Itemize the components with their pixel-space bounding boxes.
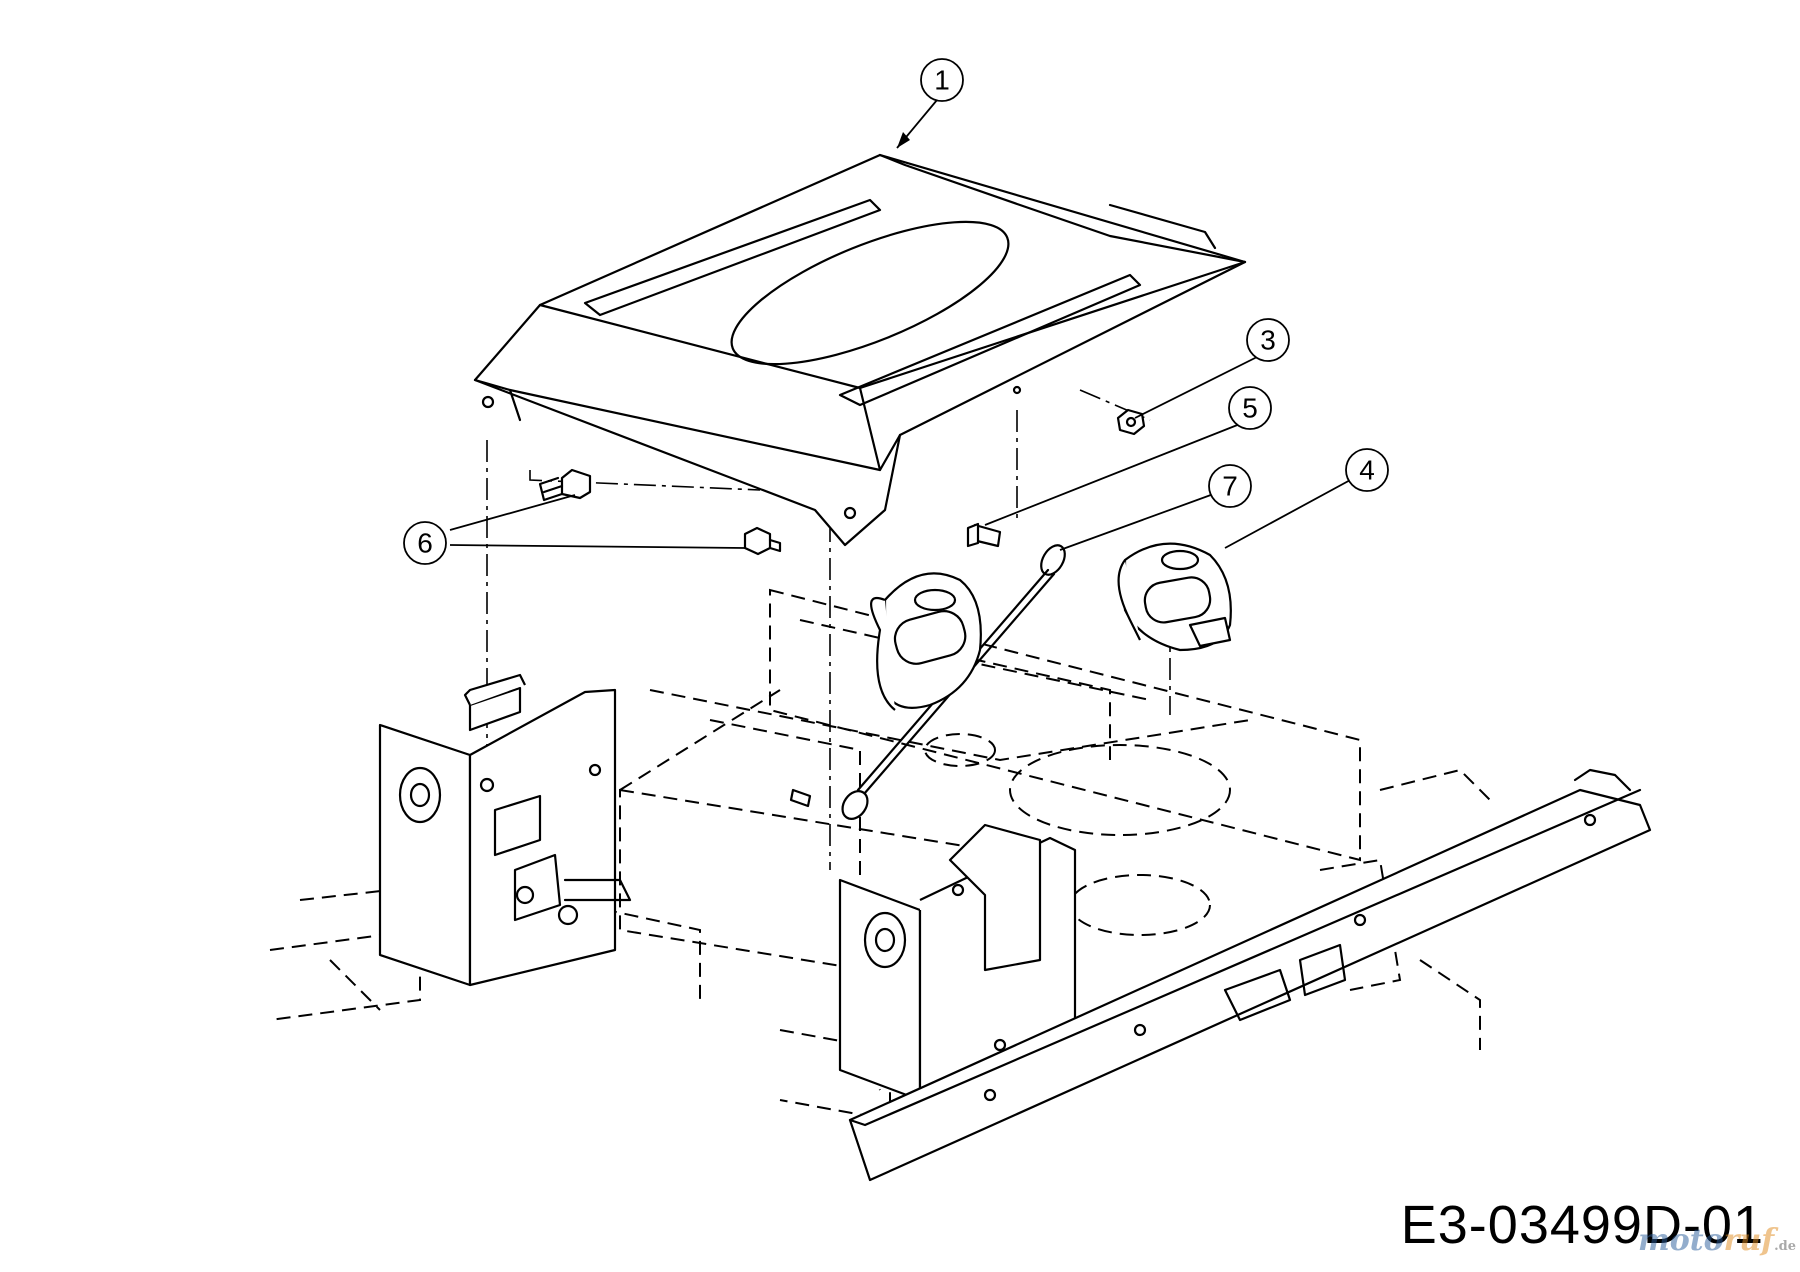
watermark-main: moto: [1637, 1223, 1724, 1258]
left-seat-bracket: [378, 673, 632, 987]
callout-4: 4: [1345, 448, 1389, 492]
seat-pan: [473, 153, 1247, 547]
bumper-part-4-left: [870, 572, 982, 711]
drawing-number: E3-03499D-01: [1400, 1195, 1764, 1255]
nut-part-3: [1116, 408, 1146, 436]
watermark-logo: motoruf.de: [1638, 1223, 1796, 1258]
pin-part-5: [966, 522, 1002, 548]
callout-6: 6: [403, 521, 447, 565]
callout-3: 3: [1246, 318, 1290, 362]
callout-label-3: 3: [1260, 325, 1276, 356]
watermark-accent: ruf: [1723, 1223, 1775, 1258]
callout-7: 7: [1208, 464, 1252, 508]
callout-label-6: 6: [417, 528, 433, 559]
right-seat-bracket: [789, 788, 1077, 1102]
callout-label-7: 7: [1222, 471, 1238, 502]
callout-leaders: [449, 99, 1366, 551]
watermark-tld: .de: [1774, 1239, 1796, 1254]
bumper-part-4-right: [1117, 542, 1232, 652]
bolt-part-6b: [743, 526, 782, 556]
frame-side-rail: [848, 768, 1652, 1182]
callout-label-1: 1: [934, 65, 950, 96]
bolt-part-6a: [538, 468, 592, 502]
callout-label-4: 4: [1359, 455, 1375, 486]
callout-5: 5: [1228, 386, 1272, 430]
callout-label-5: 5: [1242, 393, 1258, 424]
callout-1: 1: [920, 58, 964, 102]
